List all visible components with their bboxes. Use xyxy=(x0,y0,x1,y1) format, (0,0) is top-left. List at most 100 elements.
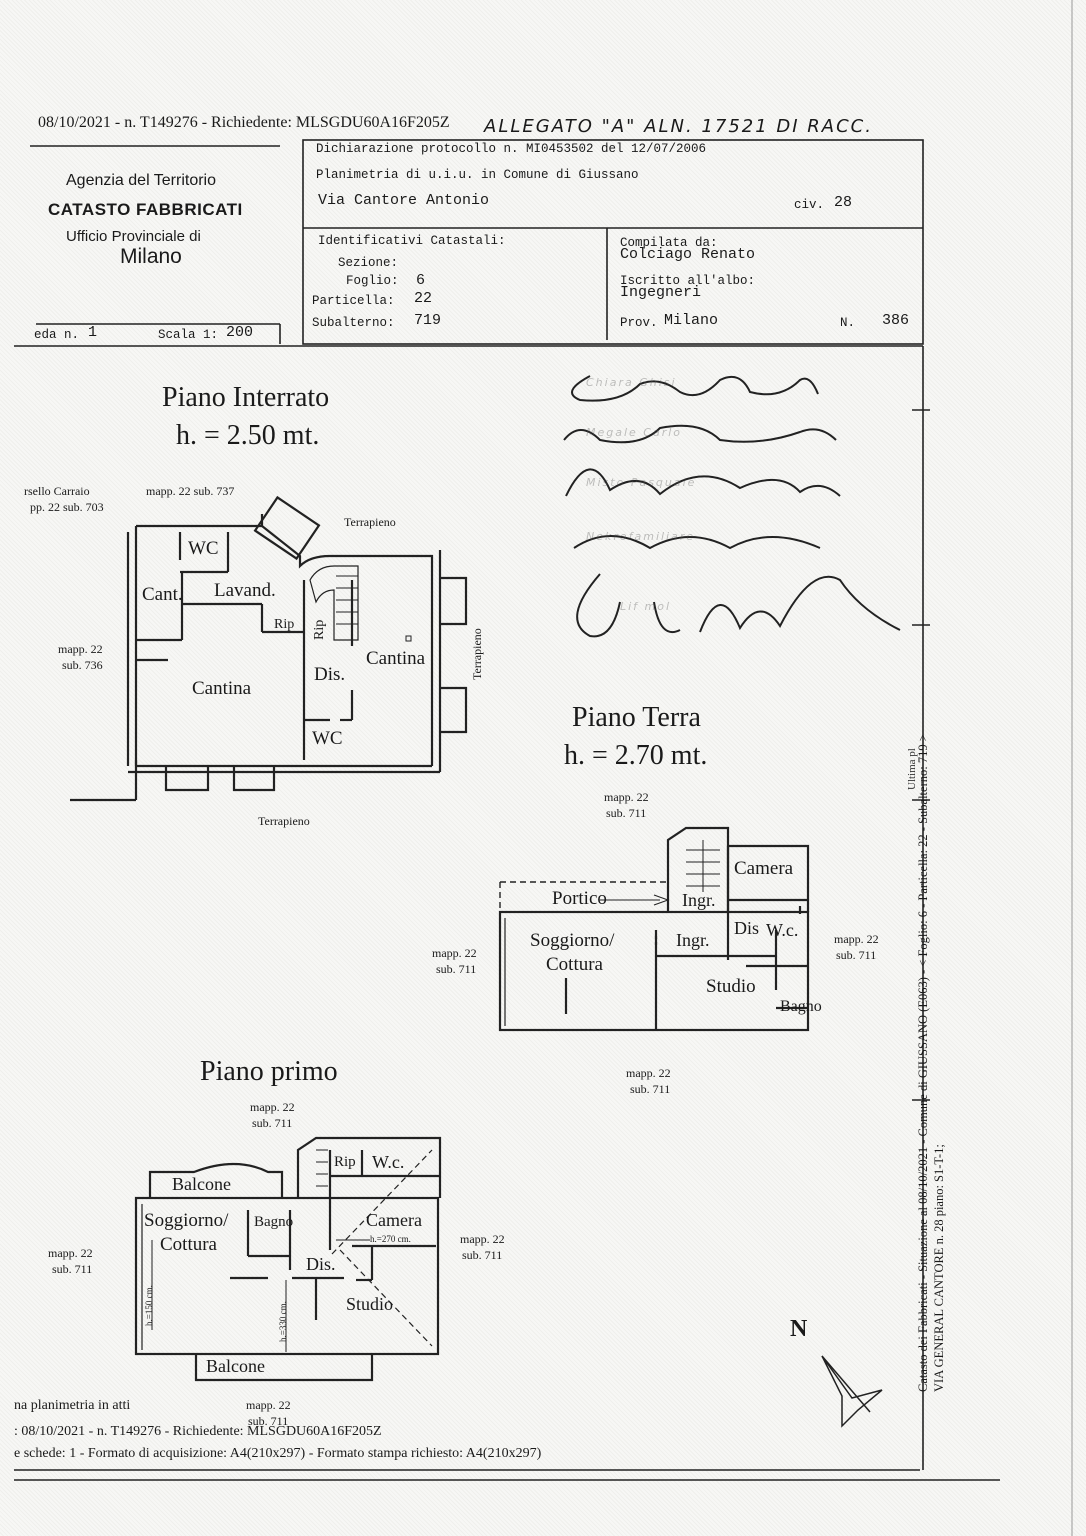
room-camera-primo: Camera xyxy=(366,1210,422,1230)
room-rip-1: Rip xyxy=(274,617,295,632)
particella-value: 22 xyxy=(414,290,433,307)
primo-mapp-right-2: sub. 711 xyxy=(462,1248,503,1262)
compilata-value: Colciago Renato xyxy=(620,246,756,263)
footer-line2: : 08/10/2021 - n. T149276 - Richiedente:… xyxy=(14,1424,382,1439)
primo-mapp-bottom-1: mapp. 22 xyxy=(246,1398,291,1412)
room-wc-interrato-1: WC xyxy=(188,538,219,559)
signature-5: Lif mol xyxy=(620,600,672,613)
terrapieno-top: Terrapieno xyxy=(344,515,396,529)
room-bagno-primo: Bagno xyxy=(254,1214,294,1230)
subalterno-value: 719 xyxy=(414,312,442,329)
subalterno-label: Subalterno: xyxy=(312,316,395,330)
signature-2: Megale Carlo xyxy=(586,426,683,439)
albo-value: Ingegneri xyxy=(620,284,702,301)
planimetria-line: Planimetria di u.i.u. in Comune di Giuss… xyxy=(316,168,639,182)
primo-mapp-left-1: mapp. 22 xyxy=(48,1246,93,1260)
sezione-label: Sezione: xyxy=(338,256,399,270)
side-stamp: Ultima pl xyxy=(906,748,918,790)
room-cant: Cant. xyxy=(142,584,183,605)
terra-title: Piano Terra xyxy=(572,702,701,733)
address: Via Cantore Antonio xyxy=(318,192,490,209)
side-text-line2: VIA GENERAL CANTORE n. 28 piano: S1-T-1; xyxy=(932,1144,946,1392)
room-wc-terra: W.c. xyxy=(766,920,799,940)
foglio-label: Foglio: xyxy=(346,274,399,288)
side-text-line1: Catasto dei Fabbricati - Situazione al 0… xyxy=(916,734,930,1392)
primo-mapp-right-1: mapp. 22 xyxy=(460,1232,505,1246)
n-label: N. xyxy=(840,316,856,330)
scheda-value: 1 xyxy=(88,324,98,341)
room-rip-primo: Rip xyxy=(334,1154,356,1170)
agency-line1: Agenzia del Territorio xyxy=(66,172,217,189)
room-soggiorno-terra-1: Soggiorno/ xyxy=(530,930,615,951)
civ-label: civ. xyxy=(794,198,825,212)
room-ingr-2: Ingr. xyxy=(676,930,710,950)
scale-value: 200 xyxy=(226,324,254,341)
room-cantina-2: Cantina xyxy=(366,648,426,669)
terra-height: h. = 2.70 mt. xyxy=(564,740,708,771)
room-balcone-bottom: Balcone xyxy=(206,1356,265,1376)
primo-mapp-top-2: sub. 711 xyxy=(252,1116,293,1130)
room-wc-primo: W.c. xyxy=(372,1152,405,1172)
prov-label: Prov. xyxy=(620,316,658,330)
prov-value: Milano xyxy=(664,312,719,329)
room-soggiorno-primo-1: Soggiorno/ xyxy=(144,1210,229,1231)
albo-label: Iscritto all'albo: xyxy=(620,274,756,288)
agency-line3: Ufficio Provinciale di xyxy=(66,228,201,245)
room-camera-terra: Camera xyxy=(734,858,794,879)
terra-mapp-top-2: sub. 711 xyxy=(606,806,647,820)
mapp736-line2: sub. 736 xyxy=(62,658,103,672)
room-studio-primo: Studio xyxy=(346,1294,394,1314)
room-cantina-1: Cantina xyxy=(192,678,252,699)
signature-1: Chiara Ghisi xyxy=(586,376,677,389)
scale-label: Scala 1: xyxy=(158,328,219,342)
room-dis-terra: Dis xyxy=(734,918,760,938)
scheda-label: eda n. xyxy=(34,328,80,342)
terra-mapp-left-2: sub. 711 xyxy=(436,962,477,976)
n-value: 386 xyxy=(882,312,910,329)
ids-title: Identificativi Catastali: xyxy=(318,234,506,248)
request-line: 08/10/2021 - n. T149276 - Richiedente: M… xyxy=(38,114,450,131)
room-rip-2: Rip xyxy=(312,619,327,640)
room-bagno-terra: Bagno xyxy=(780,998,822,1015)
particella-label: Particella: xyxy=(312,294,395,308)
civ-value: 28 xyxy=(834,194,853,211)
h150-label: h.=150 cm. xyxy=(144,1285,154,1326)
terra-mapp-bottom-2: sub. 711 xyxy=(630,1082,671,1096)
foglio-value: 6 xyxy=(416,272,426,289)
footer-line1: na planimetria in atti xyxy=(14,1398,131,1413)
room-ingr-1: Ingr. xyxy=(682,890,716,910)
cortile-line1: rsello Carraio xyxy=(24,484,90,498)
terra-mapp-right-1: mapp. 22 xyxy=(834,932,879,946)
terra-mapp-left-1: mapp. 22 xyxy=(432,946,477,960)
primo-mapp-bottom-2: sub. 711 xyxy=(248,1414,289,1428)
compilata-label: Compilata da: xyxy=(620,236,718,250)
primo-mapp-left-2: sub. 711 xyxy=(52,1262,93,1276)
interrato-title: Piano Interrato xyxy=(162,382,330,413)
room-balcone-top: Balcone xyxy=(172,1174,231,1194)
agency-line4: Milano xyxy=(120,245,182,268)
signature-3: Misto Pasquale xyxy=(586,476,697,489)
room-soggiorno-terra-2: Cottura xyxy=(546,954,603,975)
north-label: N xyxy=(790,1316,808,1342)
mapp736-line1: mapp. 22 xyxy=(58,642,103,656)
h330-label: h.=330 cm. xyxy=(278,1301,288,1342)
footer-line3: e schede: 1 - Formato di acquisizione: A… xyxy=(14,1446,542,1461)
room-dis-interrato: Dis. xyxy=(314,664,346,685)
room-portico: Portico xyxy=(552,888,607,909)
terra-mapp-top-1: mapp. 22 xyxy=(604,790,649,804)
agency-line2: CATASTO FABBRICATI xyxy=(48,200,243,219)
terrapieno-right: Terrapieno xyxy=(470,628,484,680)
mapp737: mapp. 22 sub. 737 xyxy=(146,484,235,498)
handwritten-annex-note: ALLEGATO "A" ALN. 17521 DI RACC. xyxy=(484,116,873,137)
primo-mapp-top-1: mapp. 22 xyxy=(250,1100,295,1114)
room-soggiorno-primo-2: Cottura xyxy=(160,1234,217,1255)
room-studio-terra: Studio xyxy=(706,976,756,997)
cortile-line2: pp. 22 sub. 703 xyxy=(30,500,104,514)
h270-label: h.=270 cm. xyxy=(370,1234,411,1244)
signature-4: Nekrofamiliare xyxy=(586,530,696,543)
terrapieno-bottom: Terrapieno xyxy=(258,814,310,828)
room-lavand: Lavand. xyxy=(214,580,276,601)
declaration-line: Dichiarazione protocollo n. MI0453502 de… xyxy=(316,142,707,156)
